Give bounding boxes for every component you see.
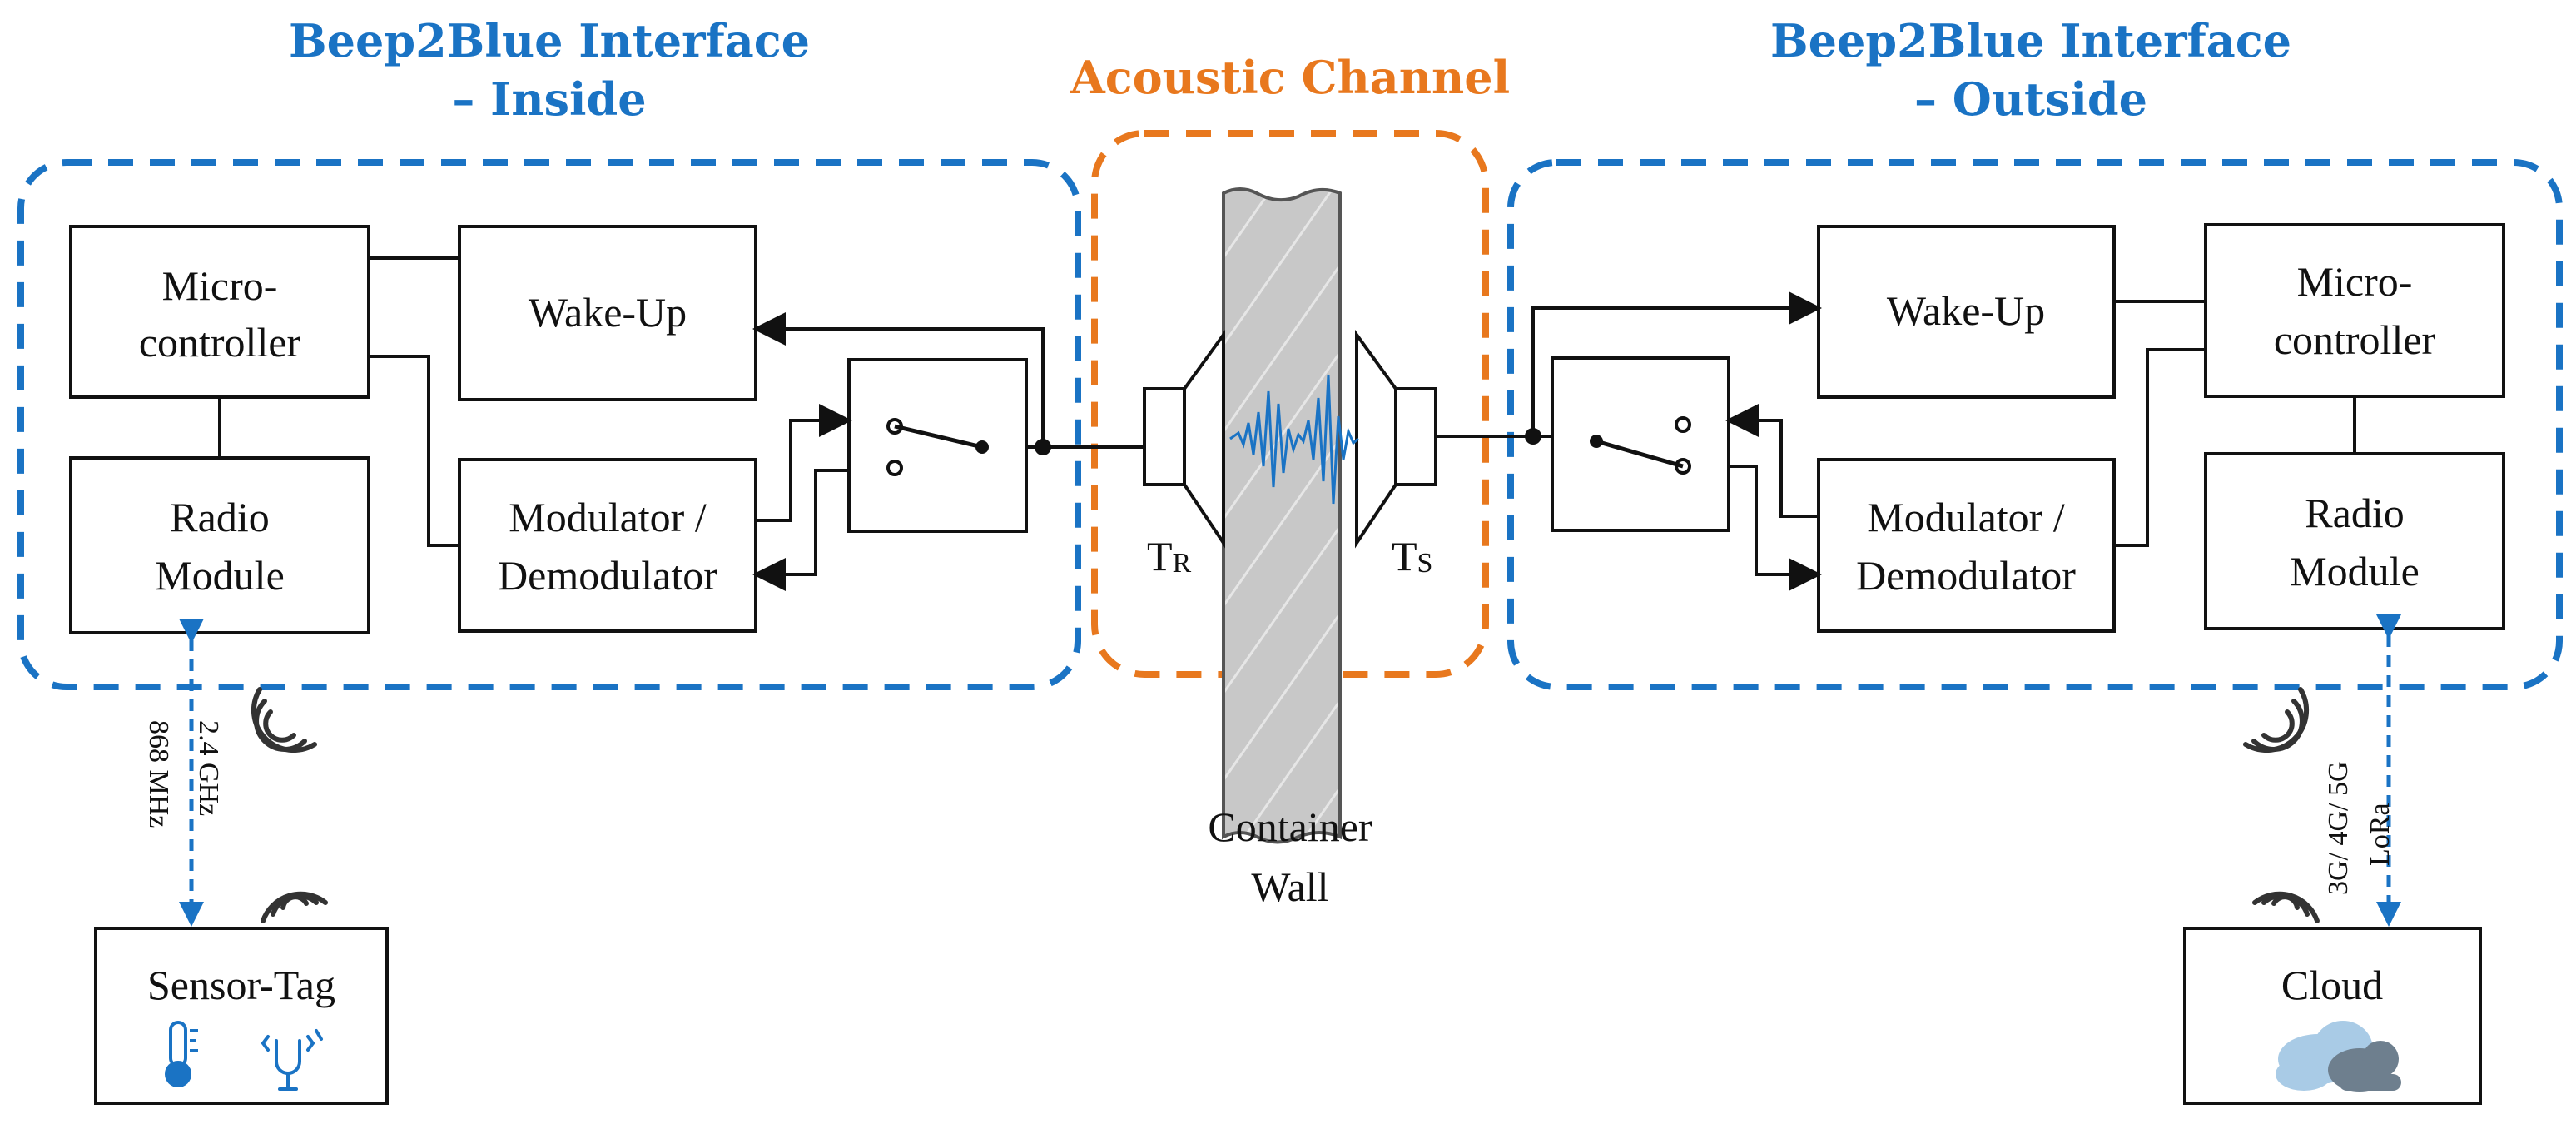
outside-modem-box: Modulator / Demodulator — [1817, 458, 2116, 633]
inside-wakeup-box: Wake-Up — [458, 225, 757, 401]
wireless-icon — [2252, 891, 2320, 923]
outside-radio-line1: Radio — [2305, 490, 2404, 536]
outside-wiring — [1525, 291, 2356, 591]
outside-wakeup-label: Wake-Up — [1887, 287, 2045, 334]
inside-title-line1: Beep2Blue Interface — [289, 14, 810, 67]
inside-link-label-2: 2.4 GHz — [193, 720, 224, 816]
inside-title-line2: – Inside — [452, 72, 646, 126]
sensor-tag-label: Sensor-Tag — [147, 962, 335, 1008]
inside-microcontroller-line2: controller — [139, 319, 301, 366]
sensor-tag-box: Sensor-Tag — [94, 927, 389, 1105]
inside-radio-line2: Module — [155, 552, 285, 599]
inside-wiring — [218, 256, 1165, 591]
inside-switch — [847, 358, 1028, 533]
outside-microcontroller-line2: controller — [2274, 316, 2436, 363]
outside-radio-line2: Module — [2290, 548, 2420, 594]
wireless-icon — [2243, 687, 2310, 753]
inside-wakeup-label: Wake-Up — [529, 289, 687, 336]
vibration-icon — [261, 1029, 323, 1091]
outside-link-label-1: 3G/ 4G/ 5G — [2323, 761, 2354, 895]
channel-title: Acoustic Channel — [1070, 51, 1510, 104]
inside-microcontroller-box: Micro- controller — [69, 225, 370, 399]
outside-title-line1: Beep2Blue Interface — [1770, 14, 2291, 67]
wireless-icon — [261, 891, 328, 923]
inside-link-label-1: 868 MHz — [143, 720, 174, 828]
outside-region — [1507, 159, 2563, 690]
receiver-label: TR — [1147, 533, 1192, 579]
container-wall — [1222, 187, 1342, 844]
outside-switch — [1551, 356, 1730, 532]
outside-modem-line1: Modulator / — [1867, 494, 2065, 540]
receiver-transducer — [1143, 329, 1225, 549]
outside-link-label-2: LoRa — [2365, 803, 2395, 866]
outside-microcontroller-box: Micro- controller — [2204, 223, 2505, 398]
wall-label-line2: Wall — [1251, 863, 1328, 910]
wireless-icon — [251, 687, 317, 753]
inside-region — [17, 159, 1081, 690]
inside-radio-module-box: Radio Module — [69, 456, 370, 634]
cloud-box: Cloud — [2183, 927, 2482, 1105]
outside-wakeup-box: Wake-Up — [1817, 225, 2116, 399]
outside-radio-module-box: Radio Module — [2204, 452, 2505, 630]
outside-modem-line2: Demodulator — [1856, 552, 2076, 599]
sender-label: TS — [1392, 533, 1432, 579]
sender-transducer — [1355, 329, 1437, 549]
inside-modem-line1: Modulator / — [509, 494, 707, 540]
inside-radio-line1: Radio — [170, 494, 269, 540]
cloud-icon — [2276, 1021, 2401, 1092]
thermometer-icon — [165, 1021, 198, 1087]
acoustic-channel-region — [1091, 130, 1489, 678]
inside-modem-line2: Demodulator — [498, 552, 717, 599]
wall-label-line1: Container — [1208, 803, 1372, 850]
cloud-label: Cloud — [2281, 962, 2383, 1008]
outside-title-line2: – Outside — [1914, 72, 2147, 126]
inside-microcontroller-line1: Micro- — [162, 262, 278, 309]
acoustic-wave — [1229, 374, 1359, 505]
outside-microcontroller-line1: Micro- — [2297, 258, 2413, 305]
inside-modem-box: Modulator / Demodulator — [458, 458, 757, 633]
